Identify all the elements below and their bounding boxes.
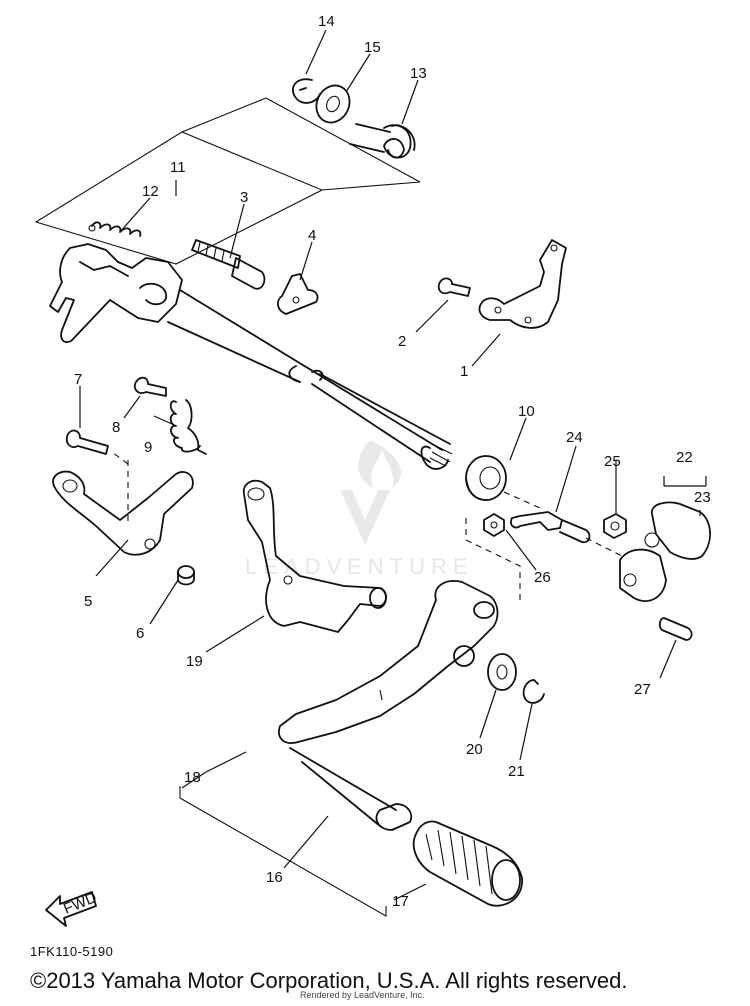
part-12-spring [88,221,142,237]
leadventure-watermark: LEADVENTURE [245,440,474,579]
part-24-bolt [510,511,591,544]
callout-1: 1 [460,363,468,380]
watermark-text: LEADVENTURE [245,554,474,579]
part-8-bolt [133,376,167,397]
callout-9: 9 [144,439,152,456]
part-10-oil-seal [465,455,507,501]
part-19-lever [242,479,387,633]
copyright-notice: ©2013 Yamaha Motor Corporation, U.S.A. A… [30,968,628,993]
callout-21: 21 [508,763,525,780]
callout-5: 5 [84,593,92,610]
part-1-lever [478,239,567,329]
part-4-plate [277,273,319,315]
callout-14: 14 [318,13,335,30]
callout-17: 17 [392,893,409,910]
callout-3: 3 [240,189,248,206]
callout-7: 7 [74,371,82,388]
part-21-circlip [522,679,545,704]
callout-25: 25 [604,453,621,470]
part-16-footrest-shaft [289,747,413,831]
leader-lines [79,29,707,901]
part-27-bolt [658,617,693,641]
part-20-washer [487,653,517,691]
callout-15: 15 [364,39,381,56]
part-14-circlip [291,78,321,104]
callout-19: 19 [186,653,203,670]
fwd-arrow-icon: FWD [45,889,99,927]
callout-18: 18 [184,769,201,786]
callout-23: 23 [694,489,711,506]
dashed-relation-lines [111,451,623,604]
part-3-bolt [191,239,266,290]
part-17-footrest-rubber [412,820,523,907]
part-15-washer [315,84,351,124]
callout-numbers: 1 2 3 4 5 6 7 8 9 10 11 12 13 14 15 16 1… [74,13,711,910]
callout-6: 6 [136,625,144,642]
callout-24: 24 [566,429,583,446]
part-6-collar [177,565,195,586]
rendered-by-notice: Rendered by LeadVenture, Inc. [300,990,425,1000]
group-bracket-11-15 [34,97,421,265]
part-13-spring [349,123,416,159]
part-22-23-joints [619,501,711,602]
fwd-label: FWD [61,889,99,918]
callout-20: 20 [466,741,483,758]
part-5-arm [52,470,194,556]
part-26-nut [483,513,505,537]
part-18-shift-pedal [278,580,499,744]
callout-2: 2 [398,333,406,350]
part-25-nut [603,513,627,539]
callout-22: 22 [676,449,693,466]
part-7-bolt [65,429,109,455]
callout-27: 27 [634,681,651,698]
callout-4: 4 [308,227,316,244]
part-9-spring [169,399,207,455]
callout-10: 10 [518,403,535,420]
callout-8: 8 [112,419,120,436]
callout-26: 26 [534,569,551,586]
part-2-bolt [437,277,471,297]
group-bracket-16-18 [179,786,387,917]
callout-11: 11 [170,159,186,176]
callout-12: 12 [142,183,159,200]
callout-16: 16 [266,869,283,886]
callout-13: 13 [410,65,427,82]
part-11-shift-shaft [49,243,453,470]
drawing-code: 1FK110-5190 [30,944,114,959]
